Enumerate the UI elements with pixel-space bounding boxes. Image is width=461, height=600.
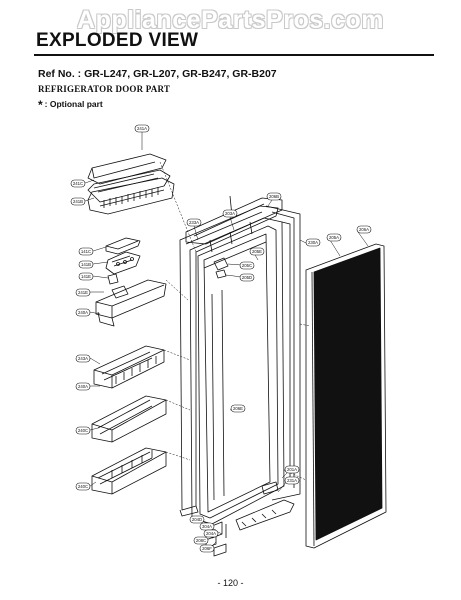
callout-233a xyxy=(186,218,202,227)
callout-240c-1 xyxy=(75,426,91,435)
optional-part-note: *: Optional part xyxy=(38,98,103,112)
callout-233a-label: 233A xyxy=(189,220,199,225)
callout-208c-label: 208C xyxy=(196,538,206,543)
callout-241c-label: 241C xyxy=(73,181,83,186)
reference-numbers: Ref No. : GR-L247, GR-L207, GR-B247, GR-… xyxy=(38,68,277,80)
title-divider xyxy=(34,54,434,56)
callout-240a-1 xyxy=(75,308,91,317)
callout-labels: 241A 241C 241B 141C 141B 141E 241E 240A … xyxy=(73,126,369,551)
callout-240a-1-label: 240A xyxy=(78,310,88,315)
callout-241a-label: 241A xyxy=(137,126,147,131)
callout-205d-label: 205D xyxy=(242,275,252,280)
callout-204d xyxy=(189,515,205,524)
inner-door-liner xyxy=(189,217,285,525)
callout-206a-label: 206A xyxy=(359,227,369,232)
callout-204d-label: 204D xyxy=(192,517,202,522)
door-bin-upper xyxy=(95,279,167,327)
callout-241b-label: 241B xyxy=(73,199,83,204)
callout-206e-label: 206E xyxy=(233,406,243,411)
callout-203a-label: 203A xyxy=(225,211,235,216)
callout-205c-label: 205C xyxy=(242,263,252,268)
door-gasket-frame xyxy=(179,205,279,517)
callout-241e-label: 241E xyxy=(78,290,88,295)
callout-201a-label: 201A xyxy=(287,467,297,472)
callout-205d xyxy=(239,273,255,282)
callout-141c xyxy=(78,247,94,256)
callout-206a xyxy=(356,225,372,234)
callout-141e-label: 141E xyxy=(81,274,91,279)
callout-240c-2-label: 240C xyxy=(78,484,88,489)
callout-206b-label: 206B xyxy=(269,194,279,199)
leader-lines xyxy=(159,161,311,481)
callout-205e-label: 205E xyxy=(252,249,262,254)
callout-141b-label: 141B xyxy=(81,262,91,267)
callout-205a xyxy=(326,233,342,242)
callout-204a-label: 204A xyxy=(206,531,216,536)
door-outer-panel xyxy=(305,243,387,549)
optional-part-text: : Optional part xyxy=(44,99,103,109)
door-bin-lower-1 xyxy=(91,395,167,443)
callout-240c-1-label: 240C xyxy=(78,428,88,433)
page-number: - 120 - xyxy=(217,578,244,588)
callout-141c-label: 141C xyxy=(81,249,91,254)
callout-241e xyxy=(75,288,91,297)
callout-205c xyxy=(239,261,255,270)
callout-206f-label: 206F xyxy=(202,546,212,551)
callout-208c xyxy=(193,536,209,545)
callout-206f xyxy=(199,544,215,553)
door-top-cap xyxy=(185,195,283,279)
callout-141b xyxy=(78,260,94,269)
callout-240a-2-label: 240A xyxy=(78,384,88,389)
callout-243a-label: 243A xyxy=(78,356,88,361)
callout-243a xyxy=(75,354,91,363)
watermark-logo: AppliancePartsPros.com xyxy=(77,6,384,34)
callout-205e xyxy=(249,247,265,256)
page-title: EXPLODED VIEW xyxy=(36,30,199,51)
door-bin-middle xyxy=(93,345,165,389)
callout-241c xyxy=(70,179,86,188)
callout-201a xyxy=(284,465,300,474)
callout-304a-label: 304A xyxy=(202,524,212,529)
callout-141e xyxy=(78,272,94,281)
callout-241a xyxy=(134,124,150,133)
callout-231a-label: 231A xyxy=(287,478,297,483)
callout-bubbles xyxy=(70,124,372,553)
callout-203a xyxy=(222,209,238,218)
callout-204a xyxy=(203,529,219,538)
callout-241b xyxy=(70,197,86,206)
egg-tray-parts xyxy=(105,237,141,285)
callout-230a xyxy=(305,238,321,247)
door-bin-lower-2 xyxy=(91,447,167,495)
callout-240a-2 xyxy=(75,382,91,391)
callout-230a-label: 230A xyxy=(308,240,318,245)
outer-door-frame xyxy=(265,205,301,501)
optional-star-marker: * xyxy=(38,98,43,112)
callout-240c-2 xyxy=(75,482,91,491)
callout-231a xyxy=(284,476,300,485)
callout-206b xyxy=(266,192,282,201)
bottom-hinge-parts xyxy=(205,481,295,557)
top-shelf-assembly xyxy=(87,153,175,215)
callout-206e xyxy=(230,404,246,413)
callout-205a-label: 205A xyxy=(329,235,339,240)
section-subtitle: REFRIGERATOR DOOR PART xyxy=(38,84,171,94)
